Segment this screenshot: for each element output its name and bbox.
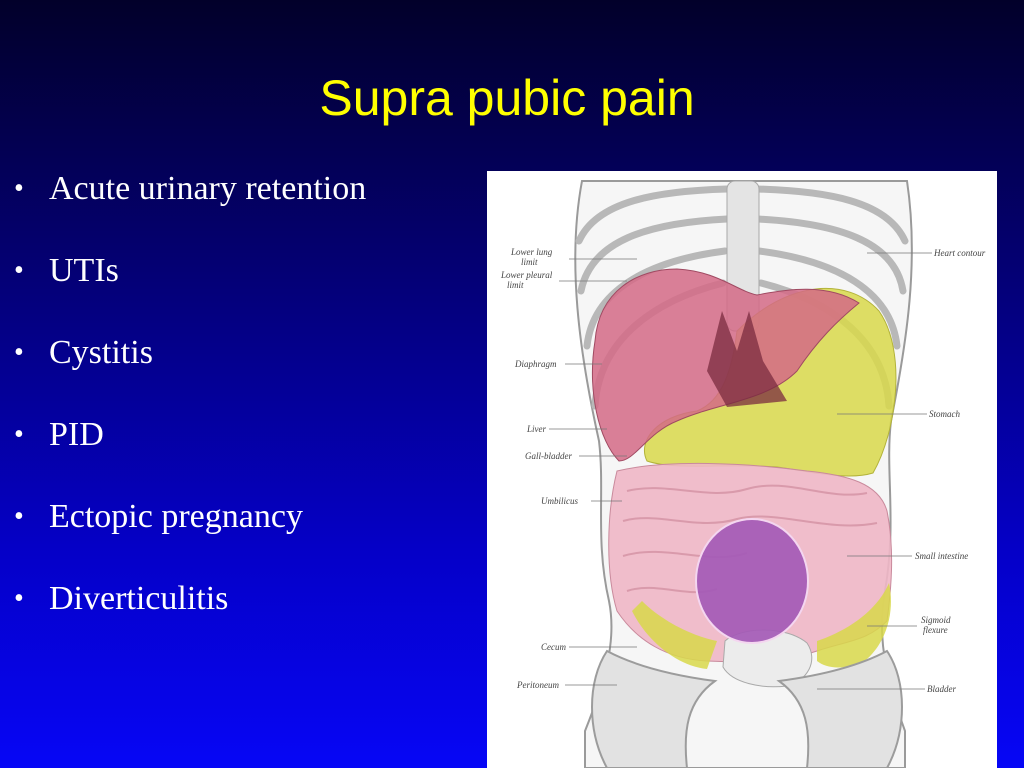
bullet-text: PID bbox=[49, 416, 104, 453]
bullet-item: • PID bbox=[14, 414, 474, 496]
label-stomach: Stomach bbox=[929, 409, 960, 419]
suprapubic-highlight-circle bbox=[695, 518, 809, 644]
abdominal-anatomy-diagram: Lower lung limit Lower pleural limit Dia… bbox=[487, 171, 997, 768]
bullet-text: UTIs bbox=[49, 252, 119, 289]
label-lower-lung-limit-2: limit bbox=[521, 257, 538, 267]
label-leader-lines bbox=[549, 252, 932, 690]
label-caecum: Cecum bbox=[541, 642, 566, 652]
label-heart-contour: Heart contour bbox=[933, 248, 986, 258]
label-umbilicus: Umbilicus bbox=[541, 496, 578, 506]
label-lower-pleural-limit-2: limit bbox=[507, 280, 524, 290]
bullet-icon: • bbox=[14, 173, 24, 204]
sigmoid-region bbox=[817, 583, 891, 668]
label-sigmoid-flexure-2: flexure bbox=[923, 625, 948, 635]
label-bladder: Bladder bbox=[927, 684, 956, 694]
bullet-item: • Diverticulitis bbox=[14, 578, 474, 660]
bullet-item: • Acute urinary retention bbox=[14, 168, 474, 250]
label-peritoneum: Peritoneum bbox=[516, 680, 559, 690]
liver-shadow bbox=[707, 311, 787, 407]
slide-title: Supra pubic pain bbox=[319, 70, 695, 126]
colon-region bbox=[632, 601, 717, 669]
bullet-text: Diverticulitis bbox=[49, 580, 229, 617]
label-lower-pleural-limit: Lower pleural bbox=[500, 270, 553, 280]
bullet-icon: • bbox=[14, 337, 24, 368]
label-sigmoid-flexure: Sigmoid bbox=[921, 615, 951, 625]
bullet-list: • Acute urinary retention • UTIs • Cysti… bbox=[14, 168, 474, 660]
bullet-item: • Ectopic pregnancy bbox=[14, 496, 474, 578]
bullet-text: Acute urinary retention bbox=[49, 170, 367, 207]
label-liver: Liver bbox=[526, 424, 546, 434]
bullet-text: Ectopic pregnancy bbox=[49, 498, 303, 535]
label-small-intestine: Small intestine bbox=[915, 551, 968, 561]
bullet-icon: • bbox=[14, 419, 24, 450]
label-diaphragm: Diaphragm bbox=[514, 359, 557, 369]
bullet-text: Cystitis bbox=[49, 334, 153, 371]
bullet-icon: • bbox=[14, 255, 24, 286]
bullet-icon: • bbox=[14, 501, 24, 532]
bullet-item: • UTIs bbox=[14, 250, 474, 332]
label-lower-lung-limit: Lower lung bbox=[510, 247, 553, 257]
anatomy-illustration: Lower lung limit Lower pleural limit Dia… bbox=[500, 180, 986, 768]
bullet-icon: • bbox=[14, 583, 24, 614]
pelvis bbox=[591, 649, 903, 768]
label-gall-bladder: Gall-bladder bbox=[525, 451, 572, 461]
bullet-item: • Cystitis bbox=[14, 332, 474, 414]
